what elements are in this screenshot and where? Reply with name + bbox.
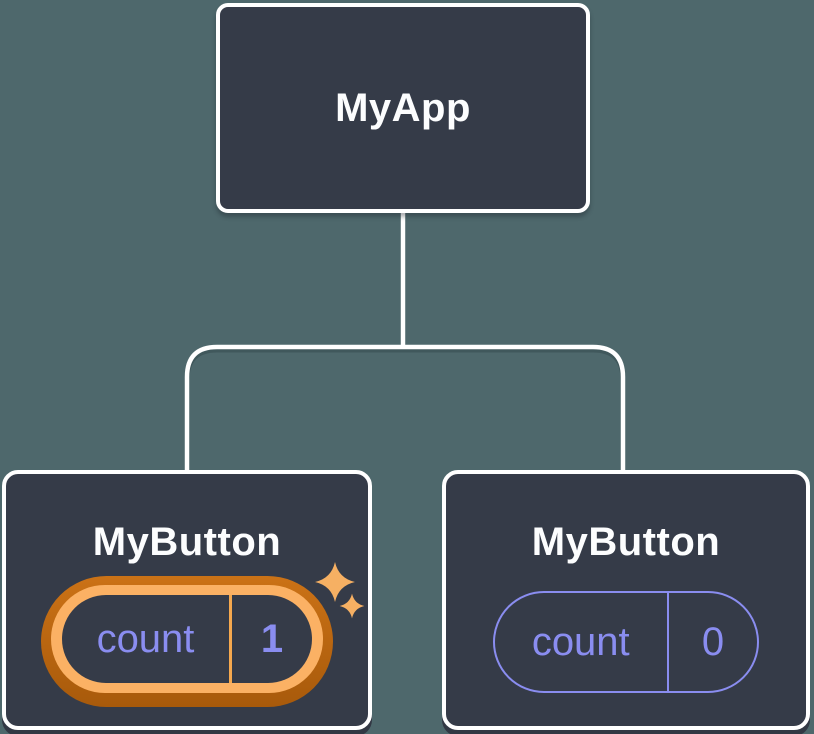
state-name-segment: count — [62, 595, 229, 683]
state-pill-slot: count 0 — [493, 576, 759, 707]
child-node-label: MyButton — [531, 520, 721, 564]
sparkle-large-icon — [315, 562, 355, 602]
state-name-segment: count — [495, 593, 667, 691]
state-pill-plain: count 0 — [493, 590, 759, 693]
state-name-label: count — [96, 617, 195, 661]
sparkle-small-icon — [339, 593, 365, 619]
state-pill-slot: count 1 — [41, 576, 333, 707]
state-value-segment: 1 — [232, 595, 312, 683]
state-pill-divider — [229, 595, 232, 683]
child-node-label: MyButton — [92, 520, 282, 564]
state-pill-highlighted: count 1 — [41, 576, 333, 707]
state-pill-highlight-ring: count 1 — [51, 585, 323, 693]
child-node-mybutton-left: MyButton count 1 — [2, 470, 372, 730]
child-node-mybutton-right: MyButton count 0 — [442, 470, 810, 730]
state-pill-core: count 1 — [62, 595, 312, 683]
state-value-segment: 0 — [669, 593, 757, 691]
state-pill-divider — [666, 592, 669, 691]
root-node-label: MyApp — [335, 86, 471, 130]
root-node-myapp: MyApp — [216, 3, 590, 213]
state-value-label: 1 — [260, 617, 284, 661]
state-value-label: 0 — [701, 619, 725, 664]
state-name-label: count — [531, 619, 630, 664]
